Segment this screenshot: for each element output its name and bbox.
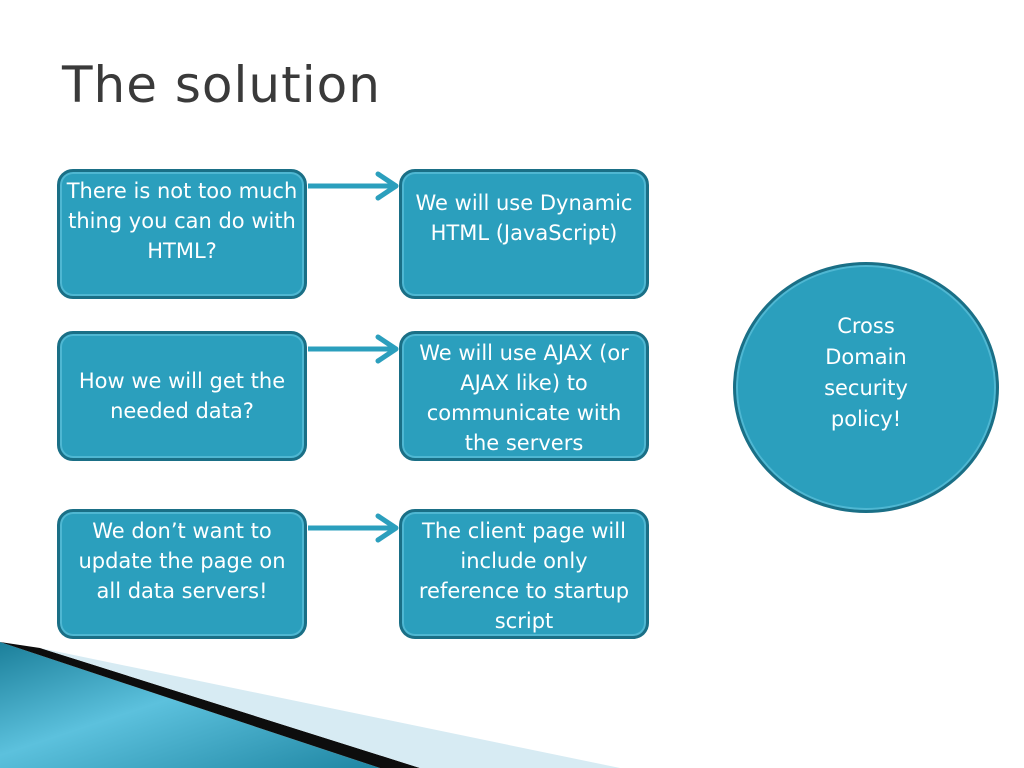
problem-box-1: There is not too much thing you can do w…: [57, 169, 307, 299]
problem-box-3: We don’t want to update the page on all …: [57, 509, 307, 639]
solution-text-3: The client page will include only refere…: [418, 519, 630, 633]
arrow-right-icon: [308, 334, 399, 364]
cross-domain-text: Cross Domain security policy!: [824, 313, 908, 431]
slide-title: The solution: [62, 56, 381, 114]
problem-text-3: We don’t want to update the page on all …: [78, 519, 286, 603]
solution-box-3: The client page will include only refere…: [399, 509, 649, 639]
solution-text-1: We will use Dynamic HTML (JavaScript): [415, 191, 633, 245]
problem-box-2: How we will get the needed data?: [57, 331, 307, 461]
solution-text-2: We will use AJAX (or AJAX like) to commu…: [419, 341, 629, 455]
arrow-right-icon: [308, 171, 399, 201]
solution-box-2: We will use AJAX (or AJAX like) to commu…: [399, 331, 649, 461]
solution-box-1: We will use Dynamic HTML (JavaScript): [399, 169, 649, 299]
problem-text-1: There is not too much thing you can do w…: [66, 179, 298, 263]
decorative-swoosh: [0, 642, 620, 768]
cross-domain-circle: Cross Domain security policy!: [733, 262, 999, 513]
problem-text-2: How we will get the needed data?: [78, 369, 286, 423]
arrow-right-icon: [308, 513, 399, 543]
